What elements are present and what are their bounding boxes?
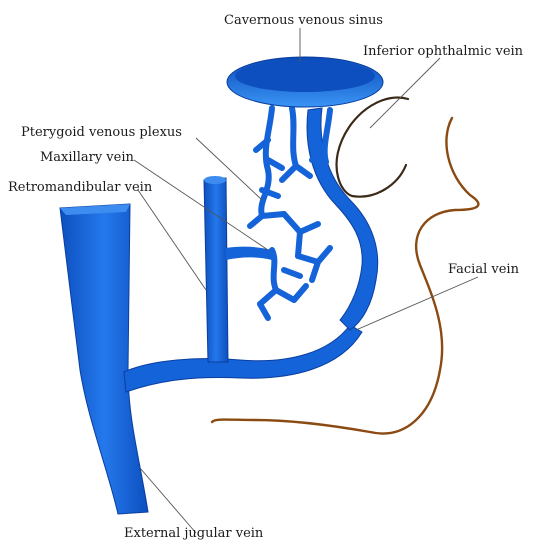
orbit-outline [337,97,408,196]
cavernous-sinus-top [235,60,375,92]
external-jugular-vein-shape [60,204,148,514]
retromandibular-vein-top [204,176,226,184]
maxillary-vein-shape [226,247,272,260]
label-retromandibular-vein: Retromandibular vein [8,180,153,195]
leader-external-jugular [140,468,196,533]
retromandibular-vein-shape [204,178,228,362]
leader-maxillary [134,160,268,250]
common-trunk-shape [124,325,362,392]
label-cavernous-venous-sinus: Cavernous venous sinus [224,13,383,28]
label-pterygoid-venous-plexus: Pterygoid venous plexus [21,125,182,140]
leader-inferior-ophthalmic [370,58,440,128]
label-maxillary-vein: Maxillary vein [40,150,135,165]
label-inferior-ophthalmic-vein: Inferior ophthalmic vein [363,44,524,59]
label-external-jugular-vein: External jugular vein [124,526,264,541]
label-facial-vein: Facial vein [448,262,520,277]
face-profile-outline [212,118,478,433]
leader-retromandibular [138,190,206,290]
